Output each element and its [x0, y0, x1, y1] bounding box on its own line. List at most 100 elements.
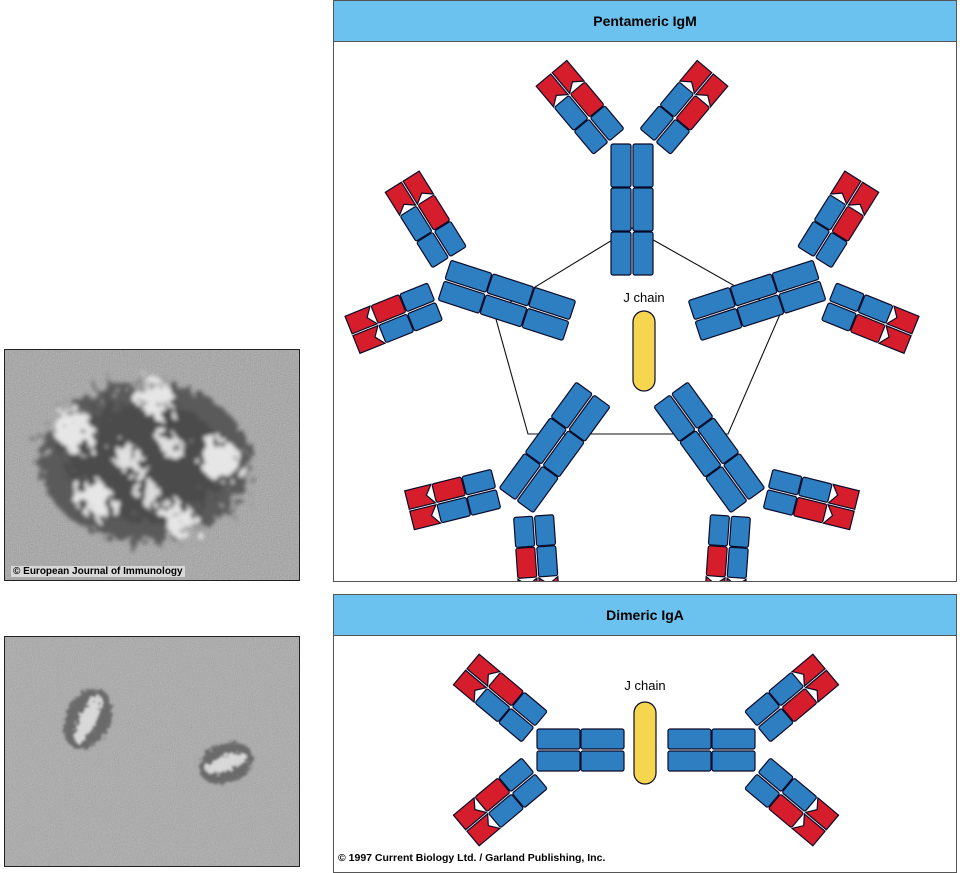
fab-arm — [403, 469, 501, 531]
ig-domain — [758, 708, 794, 742]
variable-domain — [804, 796, 840, 831]
iga-diagram: J chain — [452, 653, 840, 847]
ig-domain — [580, 750, 625, 772]
antibody-monomer — [667, 653, 840, 847]
ig-domain — [768, 794, 804, 828]
ig-domain — [416, 232, 449, 268]
iga-micrograph — [4, 636, 300, 867]
variable-domain — [466, 812, 502, 847]
fab-arm — [384, 170, 467, 268]
antibody-monomer — [344, 170, 576, 355]
ig-domain — [407, 302, 443, 332]
ig-domain — [525, 417, 567, 465]
ig-domain — [632, 231, 654, 276]
ig-domain — [723, 453, 765, 500]
ig-domain — [378, 314, 414, 343]
ig-domain — [676, 95, 710, 131]
ig-domain — [400, 206, 432, 242]
ig-domain — [797, 221, 830, 257]
ig-domain — [798, 476, 833, 503]
j-chain-label: J chain — [624, 678, 665, 693]
ig-domain — [536, 728, 581, 750]
ig-domain — [568, 395, 610, 442]
fab-arm — [452, 653, 548, 742]
ig-domain — [610, 187, 632, 232]
igm-micrograph: © European Journal of Immunology — [4, 349, 300, 581]
ig-domain — [515, 546, 538, 579]
variable-domain — [822, 503, 855, 531]
ig-domain — [534, 514, 557, 547]
variable-domain — [466, 653, 502, 688]
ig-domain — [711, 750, 756, 772]
ig-domain — [488, 794, 524, 828]
ig-domain — [536, 750, 581, 772]
ig-domain — [679, 430, 721, 477]
copyright-notice: © 1997 Current Biology Ltd. / Garland Pu… — [338, 852, 606, 864]
ig-domain — [744, 692, 780, 726]
ig-domain — [570, 82, 604, 117]
ig-domain — [370, 294, 406, 324]
ig-domain — [850, 314, 886, 343]
fab-arm — [535, 59, 624, 155]
variable-domain — [877, 324, 912, 355]
ig-domain — [821, 302, 857, 332]
ig-domain — [640, 105, 674, 141]
variable-domain — [885, 305, 920, 335]
fab-arm — [452, 758, 548, 847]
ig-domain — [543, 430, 585, 477]
ig-domain — [758, 758, 794, 792]
ig-domain — [711, 728, 756, 750]
variable-domain — [535, 73, 570, 109]
ig-domain — [768, 672, 804, 706]
ig-domain — [551, 382, 593, 429]
j-chain — [632, 310, 656, 392]
variable-domain — [804, 669, 840, 704]
ig-domain — [512, 692, 548, 726]
ig-domain — [574, 119, 608, 155]
fab-arm — [763, 469, 861, 531]
ig-domain — [488, 672, 524, 706]
ig-domain — [434, 221, 467, 257]
ig-domain — [782, 688, 817, 722]
variable-domain — [694, 73, 729, 109]
antibody-monomer — [403, 382, 610, 581]
ig-domain — [705, 466, 747, 513]
variable-domain — [402, 170, 435, 206]
variable-domain — [452, 796, 488, 831]
variable-domain — [847, 181, 880, 217]
ig-domain — [498, 708, 534, 742]
panel-title: Pentameric IgM — [334, 1, 956, 42]
fab-arm — [640, 59, 729, 155]
ig-domain — [499, 453, 541, 500]
ig-domain — [829, 282, 865, 312]
ig-domain — [554, 95, 588, 131]
fab-arm — [744, 758, 840, 847]
ig-domain — [536, 545, 559, 578]
ig-domain — [832, 206, 864, 242]
ig-domain — [444, 260, 493, 293]
antibody-monomer — [452, 653, 625, 847]
ig-domain — [736, 294, 785, 328]
ig-domain — [475, 688, 510, 722]
ig-domain — [654, 395, 696, 442]
ig-domain — [513, 515, 536, 548]
ig-domain — [656, 119, 690, 155]
ig-domain — [486, 273, 534, 307]
ig-domain — [705, 545, 728, 578]
antibody-monomer — [688, 170, 920, 355]
ig-domain — [771, 260, 820, 293]
fab-arm — [744, 653, 840, 742]
ig-domain — [815, 232, 848, 268]
ig-domain — [590, 105, 624, 141]
ig-domain — [399, 282, 435, 312]
ig-domain — [695, 308, 743, 341]
ig-domain — [512, 774, 548, 808]
ig-domain — [580, 728, 625, 750]
ig-domain — [610, 231, 632, 276]
j-chain — [633, 701, 657, 785]
ig-domain — [744, 774, 780, 808]
ig-domain — [667, 750, 712, 772]
variable-domain — [790, 653, 826, 688]
fab-arm — [821, 282, 920, 355]
fab-arm — [344, 282, 443, 355]
